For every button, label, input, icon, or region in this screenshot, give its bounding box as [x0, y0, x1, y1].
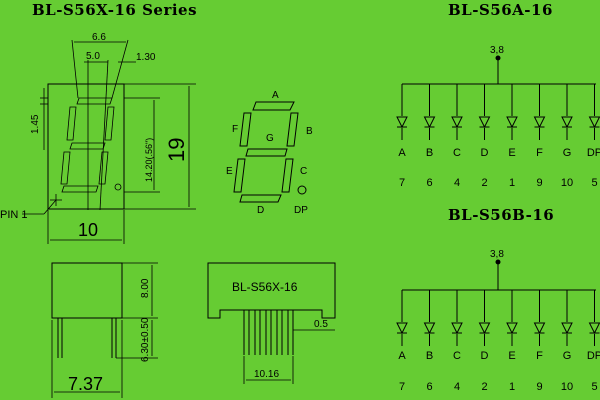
- circuit-a-pin-label: 6: [426, 177, 432, 189]
- segment-f-shape: [239, 112, 252, 147]
- segment-label-e: E: [226, 166, 233, 177]
- circuit-a-diode-icon: [478, 116, 491, 129]
- circuit-a-diode-icon: [533, 116, 546, 129]
- front-view: [22, 39, 196, 244]
- circuit-a-diode-icon: [451, 116, 463, 129]
- front-view-digit: [60, 97, 122, 193]
- circuit-b-pin-label: 7: [399, 381, 405, 393]
- circuit-b-segment-label: B: [426, 350, 433, 362]
- bottom-view-label: BL-S56X-16: [232, 280, 298, 294]
- circuit-b: [396, 259, 600, 346]
- circuit-b-segment-label: G: [563, 350, 572, 362]
- circuit-a-common-pins: 3,8: [490, 45, 504, 56]
- side-dim-width-label: 7.37: [68, 374, 103, 394]
- circuit-b-diode-icon: [588, 322, 600, 335]
- circuit-b-diode-icon: [506, 322, 518, 335]
- circuit-a-pin-label: 9: [536, 177, 542, 189]
- circuit-b-diode-icon: [533, 322, 546, 335]
- circuit-b-segment-label: D: [481, 350, 489, 362]
- circuit-b-pin-label: 2: [481, 381, 487, 393]
- segment-d-shape: [239, 194, 282, 203]
- bottom-dim-pin-span-label: 10.16: [254, 369, 279, 380]
- circuit-a-diode-icon: [588, 116, 600, 129]
- circuit-a-segment-label: F: [536, 147, 543, 159]
- dim-slant-label: 1.30: [136, 52, 156, 63]
- segment-diagram: [233, 101, 307, 203]
- circuit-b-diode-icon: [478, 322, 491, 335]
- side-dim-height-label: 8.00: [140, 278, 151, 298]
- dim-left-label: 1.45: [30, 114, 41, 134]
- circuit-b-segment-label: F: [536, 350, 543, 362]
- segment-b-shape: [286, 112, 299, 147]
- circuit-b-segment-label: DP: [587, 350, 600, 362]
- segment-label-a: A: [272, 90, 279, 101]
- circuit-b-diode-icon: [396, 322, 408, 335]
- side-view: [51, 262, 158, 398]
- circuit-b-pin-label: 6: [426, 381, 432, 393]
- circuit-b-diode-icon: [423, 322, 436, 335]
- circuit-a-segment-label: E: [508, 147, 515, 159]
- segment-label-g: G: [266, 133, 274, 144]
- circuit-a-diode-icon: [396, 116, 408, 129]
- circuit-a-pin-label: 4: [454, 177, 460, 189]
- bottom-view: [207, 262, 336, 384]
- circuit-b-segment-label: C: [453, 350, 461, 362]
- circuit-a-pin-label: 10: [561, 177, 573, 189]
- circuit-a-segment-label: DP: [587, 147, 600, 159]
- bottom-view-body: [207, 262, 336, 319]
- segment-a-shape: [252, 101, 295, 111]
- circuit-b-diode-icon: [561, 322, 573, 335]
- segment-label-b: B: [306, 126, 313, 137]
- circuit-a-pin-label: 5: [591, 177, 597, 189]
- circuit-a-diode-icon: [506, 116, 518, 129]
- circuit-a-segment-label: D: [481, 147, 489, 159]
- circuit-a-pin-label: 1: [509, 177, 515, 189]
- circuit-a-diode-icon: [423, 116, 436, 129]
- segment-c-shape: [281, 158, 294, 193]
- segment-e-shape: [233, 158, 246, 193]
- circuit-b-segment-label: A: [398, 350, 406, 362]
- dim-width-label: 10: [78, 220, 98, 240]
- pin-1-label: PIN 1: [0, 209, 28, 221]
- circuit-a-segment-label: G: [563, 147, 572, 159]
- circuit-b-segment-label: E: [508, 350, 515, 362]
- dim-inner-label: 5.0: [86, 51, 100, 62]
- circuit-a-segment-label: C: [453, 147, 461, 159]
- segment-label-d: D: [257, 205, 264, 216]
- dim-top-label: 6.6: [92, 32, 106, 43]
- circuit-a-pin-label: 7: [399, 177, 405, 189]
- circuit-a-diode-icon: [561, 116, 573, 129]
- segment-label-c: C: [300, 166, 307, 177]
- front-view-body: [47, 83, 125, 210]
- circuit-b-diode-icon: [451, 322, 463, 335]
- circuit-a-segment-label: A: [398, 147, 406, 159]
- side-dim-pin-label: 6.30±0.50: [140, 317, 151, 362]
- dim-height-label: 19: [164, 138, 189, 162]
- segment-g-shape: [245, 148, 288, 157]
- circuit-a-pin-label: 2: [481, 177, 487, 189]
- circuit-b-common-pins: 3,8: [490, 249, 504, 260]
- circuit-b-pin-label: 5: [591, 381, 597, 393]
- segment-label-dp: DP: [294, 205, 308, 216]
- circuit-b-pin-label: 9: [536, 381, 542, 393]
- side-view-body: [51, 262, 123, 319]
- variant-b-title: BL-S56B-16: [448, 206, 554, 224]
- bottom-dim-pin-width-label: 0.5: [314, 319, 328, 330]
- series-title: BL-S56X-16 Series: [32, 1, 197, 19]
- circuit-a: [396, 55, 600, 140]
- segment-dp-shape: [297, 185, 307, 195]
- circuit-b-pin-label: 10: [561, 381, 573, 393]
- variant-a-title: BL-S56A-16: [448, 1, 553, 19]
- circuit-b-pin-label: 4: [454, 381, 460, 393]
- circuit-a-segment-label: B: [426, 147, 433, 159]
- circuit-b-pin-label: 1: [509, 381, 515, 393]
- segment-label-f: F: [232, 124, 238, 135]
- dim-height-inner-label: 14.20(.56"): [144, 138, 154, 182]
